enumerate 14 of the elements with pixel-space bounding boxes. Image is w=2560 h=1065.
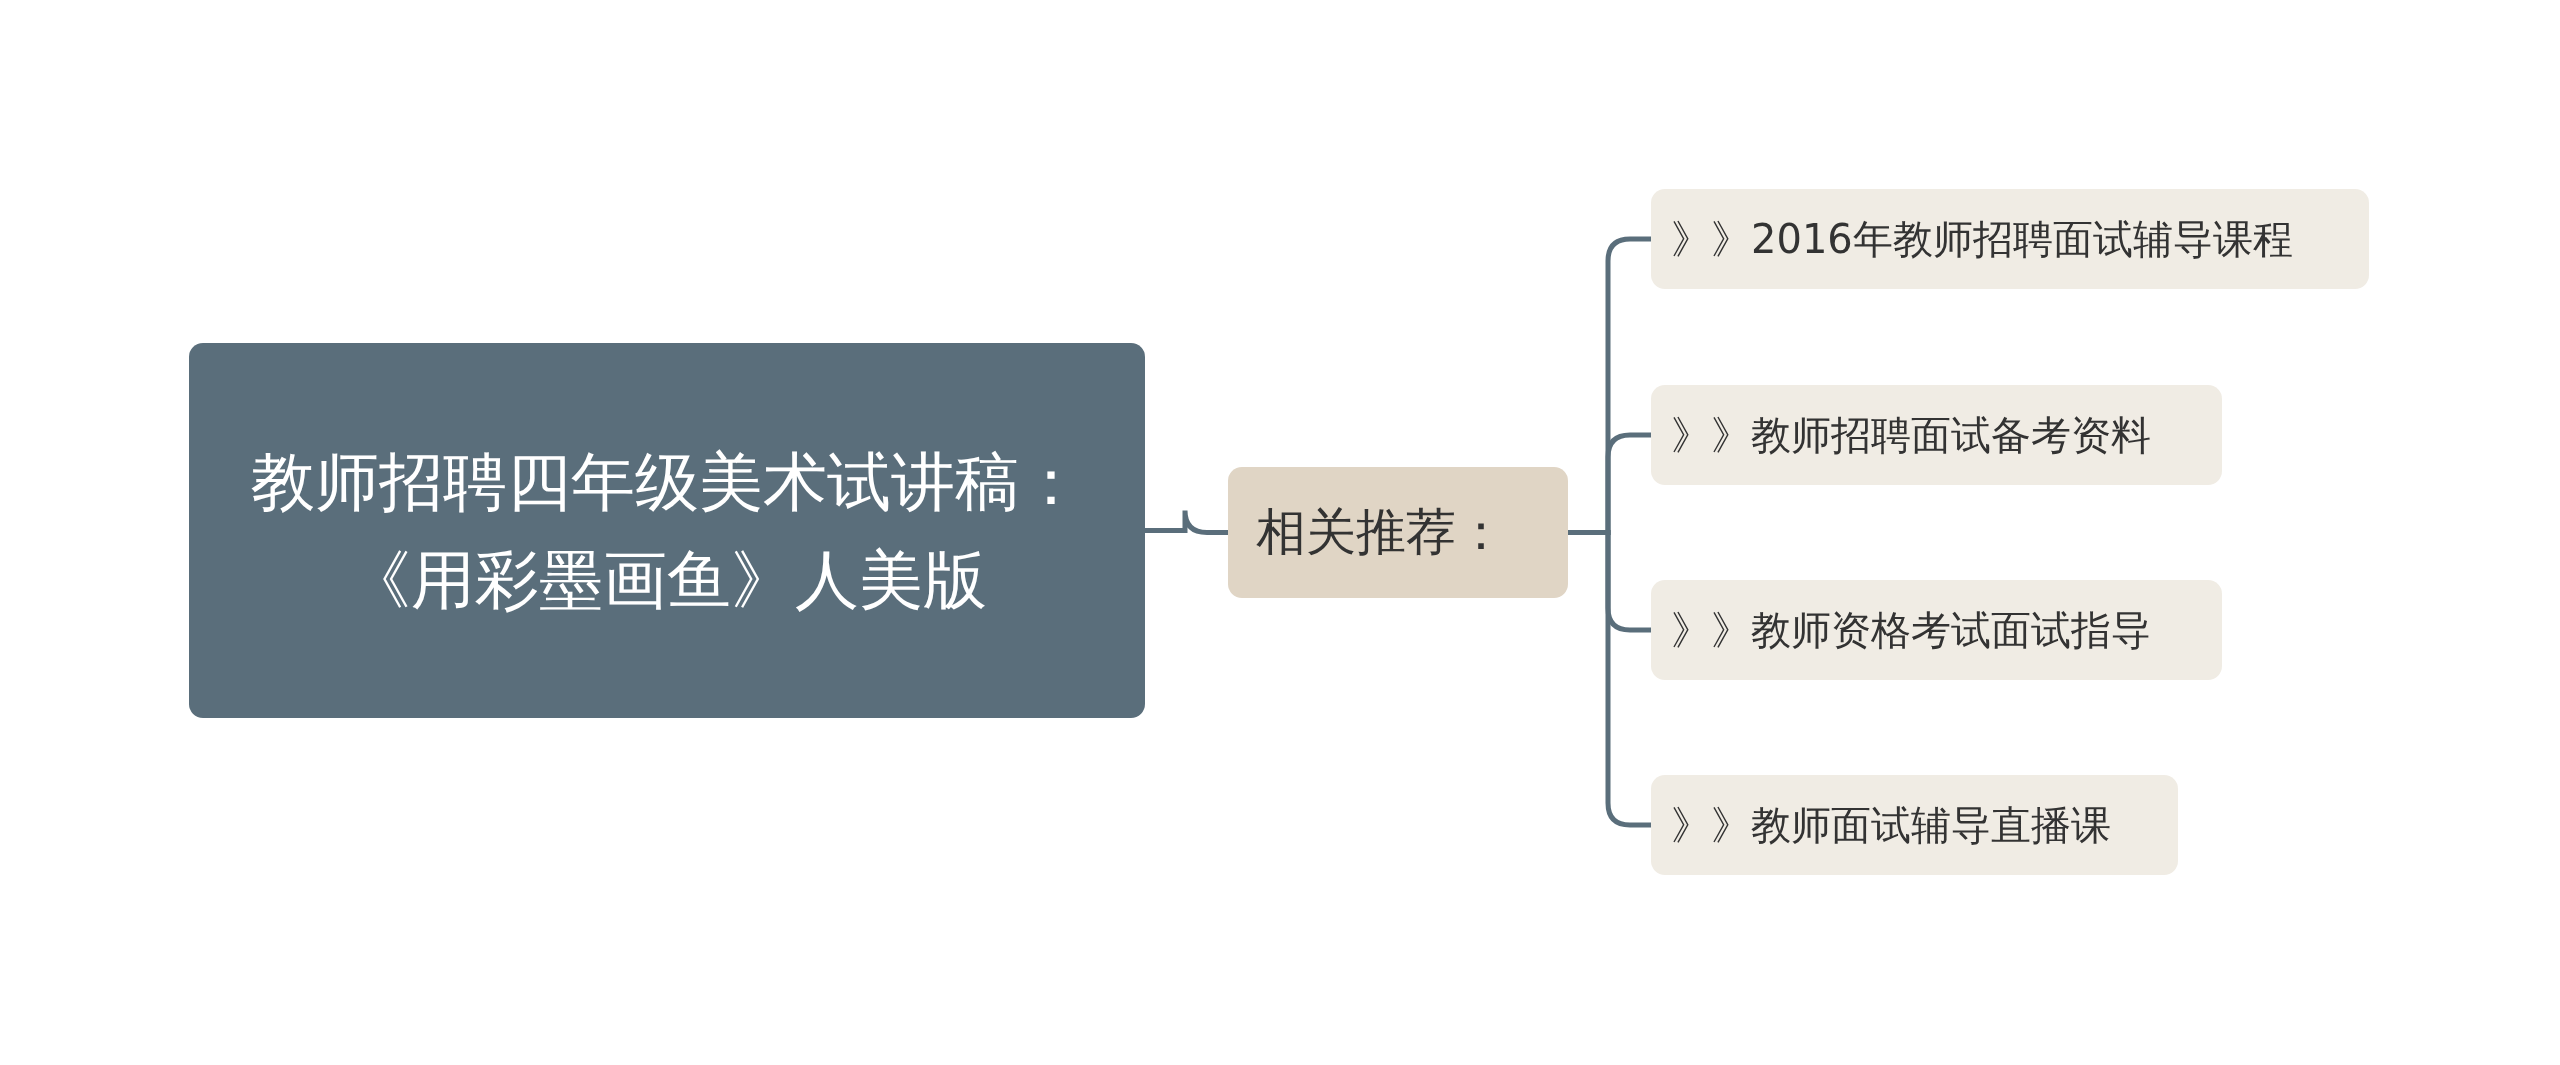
leaf-box <box>1651 580 2222 680</box>
leaf-box <box>1651 189 2369 289</box>
connector-line <box>1568 530 1651 828</box>
node-text: 》》教师资格考试面试指导 <box>1671 605 2151 655</box>
leaf-box <box>1651 775 2178 875</box>
node-text: 教师招聘四年级美术试讲稿：《用彩墨画鱼》人美版 <box>250 443 1084 619</box>
node-text: 》》教师面试辅导直播课 <box>1671 800 2111 850</box>
node-text: 相关推荐： <box>1256 502 1506 563</box>
node-text: 》》2016年教师招聘面试辅导课程 <box>1671 214 2293 264</box>
node-text: 》》教师招聘面试备考资料 <box>1671 410 2151 460</box>
topic-box <box>189 343 1145 718</box>
branch-box <box>1228 467 1568 598</box>
connector-line <box>1145 508 1228 535</box>
leaf-box <box>1651 385 2222 485</box>
